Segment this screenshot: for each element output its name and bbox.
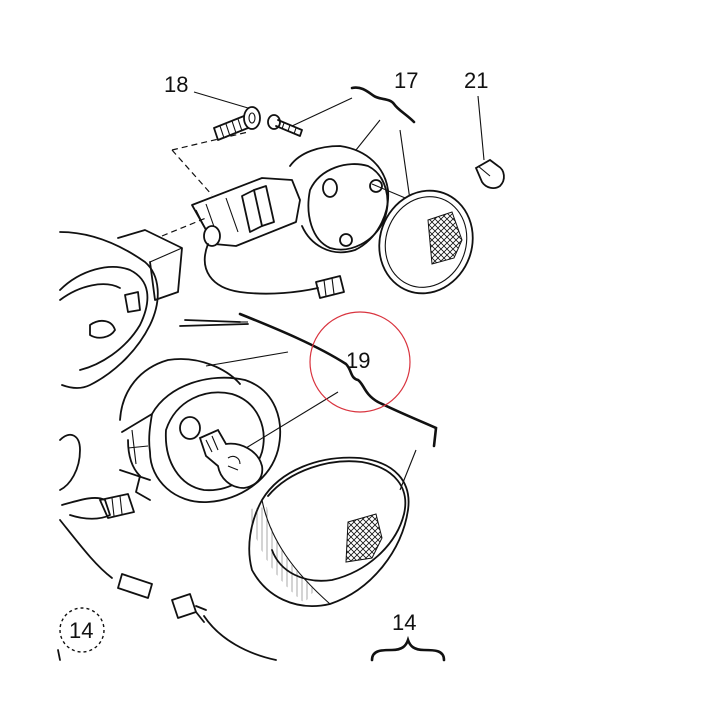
alignment-line: [171, 131, 249, 151]
callout-19: 19: [346, 348, 370, 373]
callout-18: 18: [164, 72, 188, 97]
alignment-line: [171, 149, 213, 196]
turn-signal-bulb: [198, 428, 264, 489]
alignment-line: [161, 217, 207, 237]
leader-line-19-b: [245, 391, 339, 449]
leader-line-17-b: [355, 119, 381, 151]
callout-14: 14: [392, 610, 416, 635]
small-bulb: [474, 95, 505, 189]
front-turn-signal-lens: [248, 456, 410, 607]
leader-line-17-c: [399, 129, 411, 201]
bolt-part: [213, 106, 261, 141]
front-turn-signal-housing: [119, 319, 282, 503]
brace-14: [370, 635, 446, 662]
brace-17: [350, 86, 416, 124]
leader-line-18: [193, 91, 249, 109]
leader-line-19-c: [399, 449, 417, 491]
callout-14-circled: 14: [69, 618, 93, 643]
rear-turn-signal-housing: [191, 145, 411, 299]
screw-part: [267, 114, 303, 137]
highlight-circle: [309, 311, 411, 413]
headlight-shell: [59, 229, 183, 599]
wiring-connector: [57, 593, 277, 661]
leader-line-19-a: [205, 351, 289, 367]
callout-17: 17: [394, 68, 418, 93]
callout-circle-14: [59, 607, 105, 653]
callout-21: 21: [464, 68, 488, 93]
rear-turn-signal-lens: [378, 189, 474, 295]
leader-line-17-a: [291, 97, 353, 127]
brace-19: [238, 312, 438, 448]
